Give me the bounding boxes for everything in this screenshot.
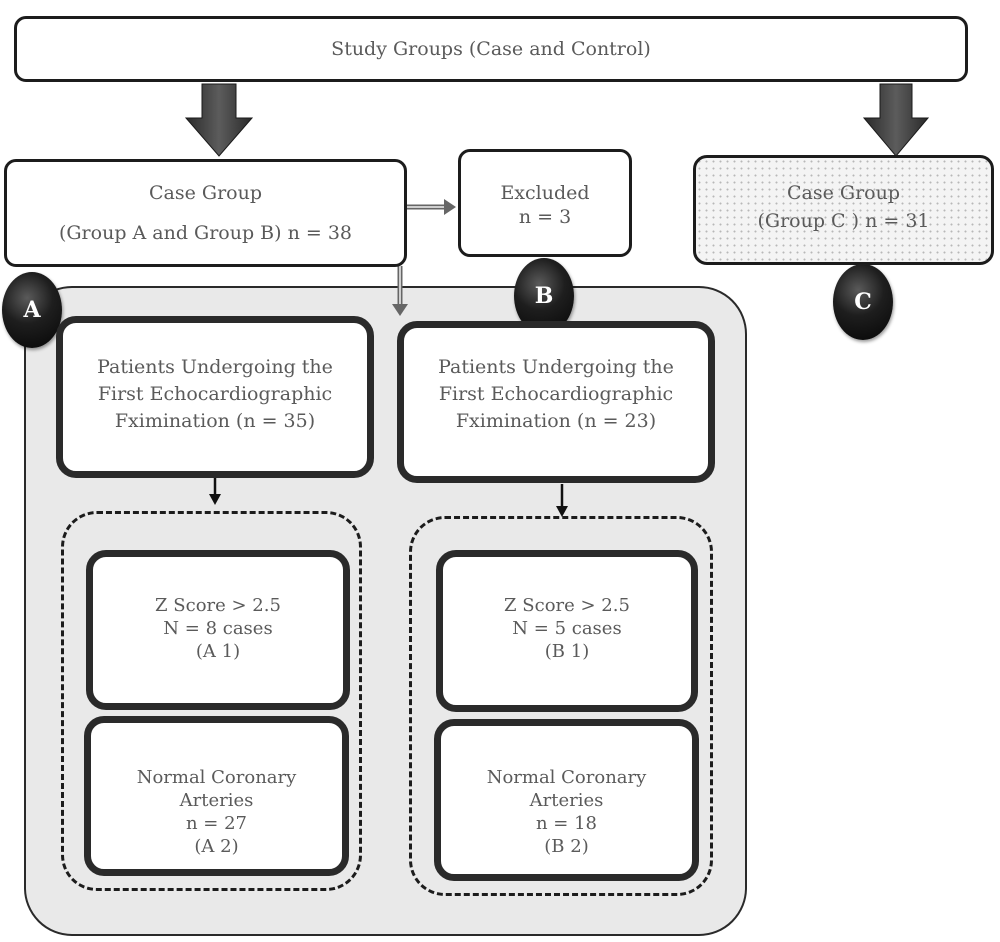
group-a-patients-line-3: Fximination (n = 35) bbox=[114, 410, 316, 432]
group-a-normal-line-3: n = 27 bbox=[185, 813, 248, 834]
group-b-patients-box bbox=[397, 321, 715, 483]
group-a-zscore-box bbox=[86, 550, 350, 710]
group-a-normal-line-2: Arteries bbox=[179, 790, 254, 811]
excluded-title: Excluded bbox=[500, 182, 590, 204]
case-group-ab-title: Case Group bbox=[149, 182, 262, 204]
group-b-normal-line-1: Normal Coronary bbox=[486, 767, 647, 788]
group-a-outcomes-container bbox=[61, 511, 362, 891]
group-a-badge: A bbox=[2, 272, 62, 348]
group-a-zscore-line-2: N = 8 cases bbox=[163, 618, 273, 639]
group-a-normal-line-1: Normal Coronary bbox=[136, 767, 297, 788]
group-a-zscore-line-3: (A 1) bbox=[195, 641, 241, 662]
case-group-c-box bbox=[693, 155, 994, 265]
group-b-zscore-line-1: Z Score > 2.5 bbox=[504, 595, 630, 616]
group-a-patients-line-1: Patients Undergoing the bbox=[97, 356, 333, 378]
group-a-normal-line-4: (A 2) bbox=[194, 836, 239, 857]
group-b-patients-line-3: Fximination (n = 23) bbox=[455, 410, 657, 432]
down-arrow-icon bbox=[862, 83, 930, 157]
group-a-patients-line-2: First Echocardiographic bbox=[97, 383, 333, 405]
group-c-badge: C bbox=[833, 264, 893, 340]
group-b-normal-line-2: Arteries bbox=[529, 790, 604, 811]
group-a-patients-box bbox=[56, 316, 374, 478]
case-group-c-subtitle: (Group C ) n = 31 bbox=[757, 210, 930, 232]
group-b-patients-line-2: First Echocardiographic bbox=[438, 383, 674, 405]
study-groups-label: Study Groups (Case and Control) bbox=[331, 38, 651, 60]
group-a-zscore-line-1: Z Score > 2.5 bbox=[155, 595, 281, 616]
group-b-zscore-box bbox=[436, 550, 698, 712]
group-b-normal-line-4: (B 2) bbox=[544, 836, 589, 857]
down-arrow-icon bbox=[556, 506, 568, 517]
group-b-zscore-line-2: N = 5 cases bbox=[512, 618, 622, 639]
study-groups-box bbox=[14, 16, 968, 82]
down-arrow-icon bbox=[184, 83, 254, 157]
group-b-normal-line-3: n = 18 bbox=[535, 813, 598, 834]
down-arrow-icon bbox=[392, 304, 408, 316]
group-b-patients-line-1: Patients Undergoing the bbox=[438, 356, 674, 378]
case-group-ab-box bbox=[4, 159, 407, 267]
right-arrow-icon bbox=[444, 199, 456, 215]
excluded-count: n = 3 bbox=[518, 206, 572, 228]
down-arrow-icon bbox=[209, 494, 221, 505]
group-b-outcomes-container bbox=[409, 516, 713, 896]
case-group-ab-subtitle: (Group A and Group B) n = 38 bbox=[58, 222, 353, 244]
group-a-normal-box bbox=[84, 716, 349, 876]
case-group-c-title: Case Group bbox=[787, 182, 900, 204]
excluded-box bbox=[458, 149, 632, 257]
group-b-zscore-line-3: (B 1) bbox=[544, 641, 590, 662]
group-b-normal-box bbox=[434, 719, 699, 881]
